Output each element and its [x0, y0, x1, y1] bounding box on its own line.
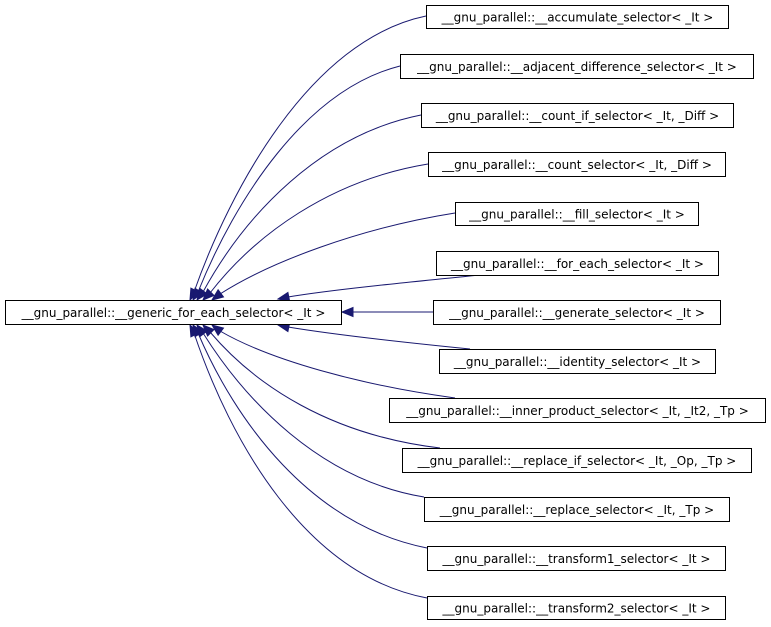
derived-class-label-count-if: __gnu_parallel::__count_if_selector< _It…	[435, 109, 719, 123]
derived-class-node-inner-product[interactable]: __gnu_parallel::__inner_product_selector…	[389, 398, 766, 423]
arrowhead-count-if	[196, 287, 209, 302]
arrowhead-inner-product	[210, 324, 225, 337]
derived-class-node-identity[interactable]: __gnu_parallel::__identity_selector< _It…	[439, 349, 716, 374]
derived-class-label-for-each: __gnu_parallel::__for_each_selector< _It…	[450, 257, 704, 271]
derived-class-label-transform2: __gnu_parallel::__transform2_selector< _…	[442, 602, 711, 616]
inheritance-edge-for-each	[287, 274, 481, 298]
arrowhead-fill	[210, 288, 225, 301]
derived-class-node-replace-if[interactable]: __gnu_parallel::__replace_if_selector< _…	[402, 448, 752, 473]
inheritance-edges	[189, 15, 481, 599]
derived-class-node-accumulate[interactable]: __gnu_parallel::__accumulate_selector< _…	[426, 5, 729, 29]
derived-class-label-identity: __gnu_parallel::__identity_selector< _It…	[453, 355, 701, 369]
derived-class-node-replace[interactable]: __gnu_parallel::__replace_selector< _It,…	[424, 497, 730, 522]
derived-class-label-replace-if: __gnu_parallel::__replace_if_selector< _…	[417, 454, 737, 468]
inheritance-edge-transform1	[197, 332, 428, 549]
inheritance-edge-fill	[219, 212, 456, 295]
inheritance-edge-transform2	[193, 332, 428, 599]
arrowhead-generate	[340, 306, 354, 318]
derived-class-node-fill[interactable]: __gnu_parallel::__fill_selector< _It >	[455, 202, 699, 226]
derived-class-label-count: __gnu_parallel::__count_selector< _It, _…	[441, 158, 712, 172]
derived-class-node-adjacent-difference[interactable]: __gnu_parallel::__adjacent_difference_se…	[400, 54, 754, 79]
derived-class-node-count-if[interactable]: __gnu_parallel::__count_if_selector< _It…	[421, 103, 734, 128]
derived-class-label-inner-product: __gnu_parallel::__inner_product_selector…	[405, 404, 749, 418]
inheritance-edge-replace-if	[209, 331, 441, 449]
derived-class-label-generate: __gnu_parallel::__generate_selector< _It…	[448, 306, 705, 320]
inheritance-edge-identity	[287, 326, 471, 350]
inheritance-edge-accumulate	[193, 15, 427, 293]
base-class-label: __gnu_parallel::__generic_for_each_selec…	[21, 306, 326, 320]
derived-class-label-replace: __gnu_parallel::__replace_selector< _It,…	[439, 503, 714, 517]
derived-class-node-count[interactable]: __gnu_parallel::__count_selector< _It, _…	[428, 152, 726, 177]
derived-class-label-transform1: __gnu_parallel::__transform1_selector< _…	[442, 552, 711, 566]
inheritance-edge-inner-product	[219, 330, 456, 399]
inheritance-edge-adjacent-difference	[197, 65, 401, 293]
derived-class-node-for-each[interactable]: __gnu_parallel::__for_each_selector< _It…	[436, 251, 719, 276]
derived-class-node-transform1[interactable]: __gnu_parallel::__transform1_selector< _…	[427, 546, 726, 571]
derived-class-label-accumulate: __gnu_parallel::__accumulate_selector< _…	[441, 11, 714, 25]
derived-class-node-generate[interactable]: __gnu_parallel::__generate_selector< _It…	[433, 300, 721, 325]
derived-class-label-fill: __gnu_parallel::__fill_selector< _It >	[468, 208, 685, 222]
class-nodes: __gnu_parallel::__generic_for_each_selec…	[5, 5, 766, 620]
derived-class-label-adjacent-difference: __gnu_parallel::__adjacent_difference_se…	[416, 60, 737, 74]
inheritance-edge-count	[209, 163, 429, 294]
arrowhead-for-each	[276, 291, 291, 302]
derived-class-node-transform2[interactable]: __gnu_parallel::__transform2_selector< _…	[427, 596, 726, 620]
inheritance-edge-count-if	[202, 114, 422, 293]
base-class-node[interactable]: __gnu_parallel::__generic_for_each_selec…	[5, 300, 342, 325]
inheritance-edge-replace	[202, 332, 425, 498]
arrowhead-count	[202, 288, 215, 301]
arrowhead-transform2	[189, 323, 200, 338]
